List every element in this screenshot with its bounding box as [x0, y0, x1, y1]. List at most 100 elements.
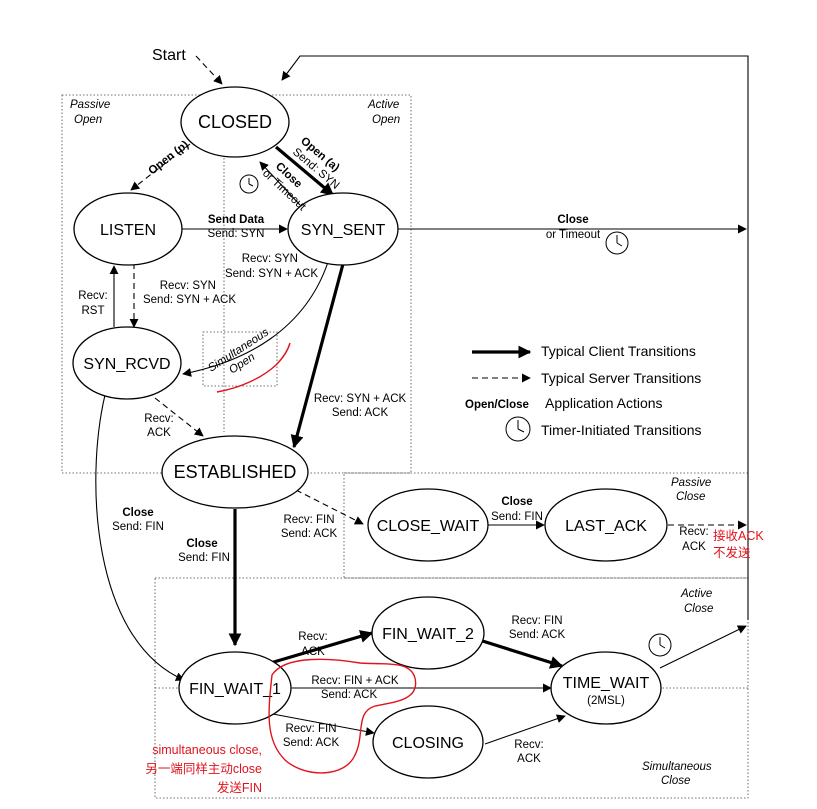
state-time-wait-sub: (2MSL) — [587, 695, 625, 707]
lastack-note-line-1: 接收ACK — [713, 528, 764, 543]
state-listen-label: LISTEN — [100, 222, 156, 239]
legend-app-key: Open/Close — [465, 399, 529, 411]
send-data-label: Send Data — [208, 214, 265, 226]
start-arrow — [195, 55, 223, 85]
send-syn-label: Send: SYN — [208, 228, 265, 240]
simultaneous-close-label-2: Close — [661, 775, 690, 787]
synrcvd-to-finwait1-arrow — [95, 394, 185, 681]
finwait2-to-timewait-arrow — [472, 636, 564, 669]
recv-rst-label-2: RST — [82, 305, 105, 317]
active-close-label-2: Close — [684, 603, 713, 615]
send-fin-cw-label: Send: FIN — [491, 511, 543, 523]
legend: Typical Client Transitions Typical Serve… — [465, 343, 702, 442]
finwait1-to-finwait2-arrow — [266, 630, 374, 666]
active-open-label-1: Active — [367, 99, 399, 111]
recv-fin-est-label: Recv: FIN — [283, 514, 334, 526]
recv-ack-1-label-1: Recv: — [144, 413, 173, 425]
synrcvd-to-established-arrow — [154, 397, 204, 437]
state-established-label: ESTABLISHED — [174, 462, 297, 482]
simul-close-note-line-1: simultaneous close, — [152, 743, 262, 757]
closed-to-listen-arrow — [130, 143, 191, 191]
send-syn-ack-2-label: Send: SYN + ACK — [143, 294, 236, 306]
recv-rst-label-1: Recv: — [78, 290, 107, 302]
state-closing: CLOSING — [372, 705, 484, 779]
passive-close-label-1: Passive — [671, 477, 711, 489]
recv-ack-closing-label-2: ACK — [517, 753, 541, 765]
simul-close-note-line-2: 另一端同样主动close — [145, 761, 262, 776]
legend-server-label: Typical Server Transitions — [541, 370, 701, 386]
state-established: ESTABLISHED — [161, 435, 309, 509]
passive-open-label-1: Passive — [70, 99, 110, 111]
state-time-wait: TIME_WAIT (2MSL) — [550, 651, 662, 725]
simul-close-note-line-3: 发送FIN — [217, 780, 262, 795]
state-closing-label: CLOSING — [392, 735, 464, 752]
simultaneous-close-label-1: Simultaneous — [642, 761, 712, 773]
finwait1-to-closing-arrow — [261, 711, 375, 736]
state-listen: LISTEN — [73, 192, 183, 266]
recv-ack-closing-label-1: Recv: — [514, 739, 543, 751]
state-closed: CLOSED — [180, 86, 290, 158]
active-close-label-1: Active — [680, 588, 712, 600]
recv-fin-fw2-label: Recv: FIN — [511, 615, 562, 627]
recv-ack-fw1-label-2: ACK — [301, 646, 325, 658]
recv-syn-1-label: Recv: SYN — [242, 253, 298, 265]
legend-app-label: Application Actions — [545, 395, 663, 411]
synsent-to-closed-arrow — [259, 161, 301, 206]
recv-ack-fw1-label-1: Recv: — [298, 631, 327, 643]
recv-ack-1-label-2: ACK — [147, 427, 171, 439]
send-ack-est-label: Send: ACK — [281, 528, 338, 540]
passive-close-label-2: Close — [676, 491, 705, 503]
synsent-to-established-arrow — [290, 263, 345, 449]
send-ack-fin-ack-label: Send: ACK — [321, 689, 378, 701]
state-close-wait: CLOSE_WAIT — [367, 488, 489, 562]
state-last-ack: LAST_ACK — [544, 488, 668, 562]
state-fin-wait-2-label: FIN_WAIT_2 — [382, 626, 474, 643]
lastack-note-line-2: 不发送 — [713, 545, 751, 560]
send-ack-closing-label: Send: ACK — [283, 737, 340, 749]
close-cw-label: Close — [501, 496, 532, 508]
timer-clock-icon — [648, 633, 672, 657]
legend-client-label: Typical Client Transitions — [541, 343, 696, 359]
simultaneous-open-arrow — [182, 261, 329, 377]
state-syn-rcvd-label: SYN_RCVD — [83, 356, 170, 373]
return-to-closed-line — [281, 55, 749, 620]
established-to-closewait-arrow — [295, 489, 364, 525]
timer-clock-icon — [605, 231, 629, 255]
passive-open-label-2: Open — [74, 114, 102, 126]
state-closed-label: CLOSED — [198, 112, 272, 132]
state-syn-sent: SYN_SENT — [287, 192, 399, 266]
timewait-to-closed-arrow — [659, 625, 747, 669]
open-region-box — [61, 94, 412, 474]
state-syn-rcvd: SYN_RCVD — [72, 326, 182, 400]
recv-fin-closing-label: Recv: FIN — [285, 723, 336, 735]
state-fin-wait-2: FIN_WAIT_2 — [371, 596, 485, 670]
recv-syn-ack-label: Recv: SYN + ACK — [314, 393, 407, 405]
red-underline-stroke — [216, 342, 291, 393]
red-circle-stroke — [268, 658, 417, 774]
or-timeout-right-label: or Timeout — [546, 229, 601, 241]
state-last-ack-label: LAST_ACK — [565, 518, 647, 535]
legend-timer-label: Timer-Initiated Transitions — [541, 422, 702, 438]
active-open-label-2: Open — [372, 114, 400, 126]
close-left-label: Close — [122, 507, 153, 519]
recv-syn-2-label: Recv: SYN — [160, 280, 216, 292]
closing-to-timewait-arrow — [484, 714, 566, 745]
close-mid-label: Close — [186, 538, 217, 550]
state-fin-wait-1-label: FIN_WAIT_1 — [189, 681, 281, 698]
closed-to-synsent-arrow — [274, 145, 335, 197]
state-fin-wait-1: FIN_WAIT_1 — [178, 651, 292, 725]
close-right-label: Close — [557, 214, 588, 226]
send-ack-fw2-label: Send: ACK — [509, 629, 566, 641]
timer-clock-icon — [239, 174, 259, 194]
recv-ack-lastack-label-1: Recv: — [679, 526, 708, 538]
state-time-wait-label: TIME_WAIT — [563, 675, 650, 692]
recv-fin-ack-label: Recv: FIN + ACK — [311, 675, 399, 687]
start-label: Start — [152, 47, 186, 64]
recv-ack-lastack-label-2: ACK — [682, 541, 706, 553]
state-syn-sent-label: SYN_SENT — [301, 222, 386, 239]
state-close-wait-label: CLOSE_WAIT — [377, 518, 480, 535]
legend-timer-clock-icon — [505, 416, 531, 442]
open-p-label: Open (p) — [146, 139, 191, 178]
send-syn-ack-1-label: Send: SYN + ACK — [225, 268, 318, 280]
